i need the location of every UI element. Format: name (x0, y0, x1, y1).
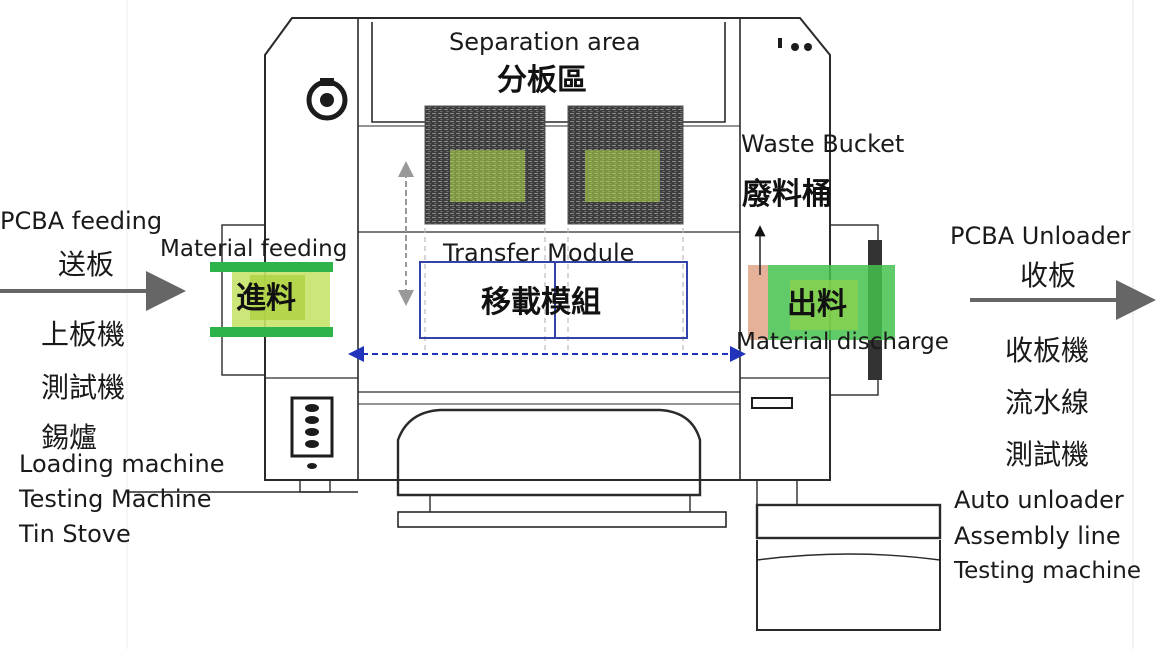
waste-bucket-label-zh: 廢料桶 (742, 177, 832, 212)
material-feeding-label-zh: 進料 (236, 281, 296, 316)
transfer-module-label-en: Transfer Module (443, 239, 635, 267)
material-discharge-label-en: Material discharge (736, 329, 949, 355)
right-machine-zh-1: 收板機 (1005, 334, 1090, 367)
left-machine-en-2: Testing Machine (19, 485, 212, 513)
right-machine-en-3: Testing machine (954, 558, 1142, 584)
material-discharge-label-zh: 出料 (787, 287, 847, 322)
left-machine-zh-1: 上板機 (41, 318, 126, 351)
left-machine-en-3: Tin Stove (19, 520, 131, 548)
right-machine-zh-3: 測試機 (1005, 438, 1090, 471)
left-machine-en-1: Loading machine (19, 450, 225, 478)
material-feeding-label-en: Material feeding (160, 236, 348, 262)
pcba-unloader-label-zh: 收板 (1020, 259, 1077, 292)
separation-area-label-zh: 分板區 (497, 63, 587, 98)
waste-bucket-label-en: Waste Bucket (741, 130, 905, 158)
pcba-feeding-label-en: PCBA feeding (0, 207, 163, 235)
pcba-feeding-label-zh: 送板 (58, 248, 115, 281)
right-machine-en-1: Auto unloader (954, 486, 1124, 514)
left-machine-zh-2: 測試機 (41, 371, 126, 404)
pcba-unloader-label-en: PCBA Unloader (950, 222, 1131, 250)
right-machine-en-2: Assembly line (954, 522, 1121, 550)
transfer-module-label-zh: 移載模組 (481, 285, 601, 320)
right-machine-zh-2: 流水線 (1005, 386, 1090, 419)
separation-area-label-en: Separation area (449, 28, 641, 56)
left-machine-zh-3: 錫爐 (41, 421, 98, 454)
